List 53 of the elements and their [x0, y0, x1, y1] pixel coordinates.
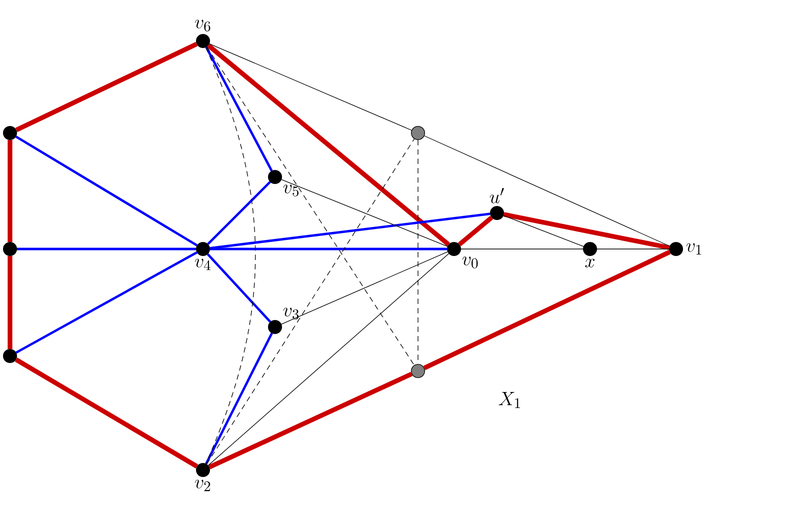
region-label: $X_1$ — [498, 392, 520, 408]
edge-line — [15, 42, 198, 132]
node-label: $v_6$ — [195, 20, 210, 32]
edge-line — [503, 215, 584, 247]
edge-line — [15, 136, 198, 246]
node-label: $v_5$ — [283, 184, 299, 196]
labeled-vertex: $x$ — [583, 242, 597, 268]
vertex — [3, 126, 17, 140]
labeled-vertex: $v_0$ — [447, 242, 478, 268]
labeled-vertex: $v_1$ — [669, 242, 702, 256]
dashed-line — [206, 138, 415, 464]
edge-line — [208, 253, 450, 466]
node-label: $v_4$ — [195, 258, 210, 270]
node-label: $v_3$ — [283, 308, 299, 320]
edge-line — [424, 136, 670, 246]
labeled-vertex: $v_6$ — [195, 20, 210, 48]
node-label: $x$ — [585, 258, 595, 268]
edge-line — [281, 251, 448, 325]
edge-line — [209, 43, 412, 131]
edge-line — [210, 212, 490, 250]
edge-line — [210, 248, 447, 250]
labeled-vertex: $v_2$ — [195, 463, 210, 492]
edge-line — [207, 181, 271, 245]
edge-line — [205, 332, 273, 464]
edge-line — [8, 140, 12, 242]
node-label: $u'$ — [490, 188, 504, 204]
dashed-line — [206, 46, 415, 366]
node-label: $v_0$ — [462, 256, 478, 268]
edge-line — [205, 46, 273, 172]
edge-line — [8, 256, 12, 349]
edge-line — [206, 44, 450, 246]
edge-line — [458, 216, 494, 246]
labeled-vertex: $v_3$ — [268, 308, 299, 334]
edge-line — [17, 248, 196, 250]
edge-line — [596, 248, 670, 250]
edge-line — [16, 251, 198, 354]
node-label: $v_2$ — [195, 480, 210, 492]
node-label: $v_1$ — [686, 243, 702, 255]
labeled-vertex: $v_4$ — [195, 242, 210, 270]
labeled-vertex: $u'$ — [490, 188, 504, 220]
edge-line — [14, 358, 198, 468]
vertex — [411, 364, 425, 378]
labeled-vertex: $v_5$ — [268, 170, 299, 196]
edge-line — [206, 253, 272, 323]
vertex — [411, 126, 425, 140]
vertex — [3, 349, 17, 363]
edge-line — [281, 179, 448, 247]
edge-line — [460, 248, 584, 250]
edge-line — [503, 212, 670, 250]
edge-line — [208, 372, 413, 470]
dashed-line — [206, 47, 256, 464]
vertex — [3, 242, 17, 256]
edge-line — [423, 250, 671, 370]
